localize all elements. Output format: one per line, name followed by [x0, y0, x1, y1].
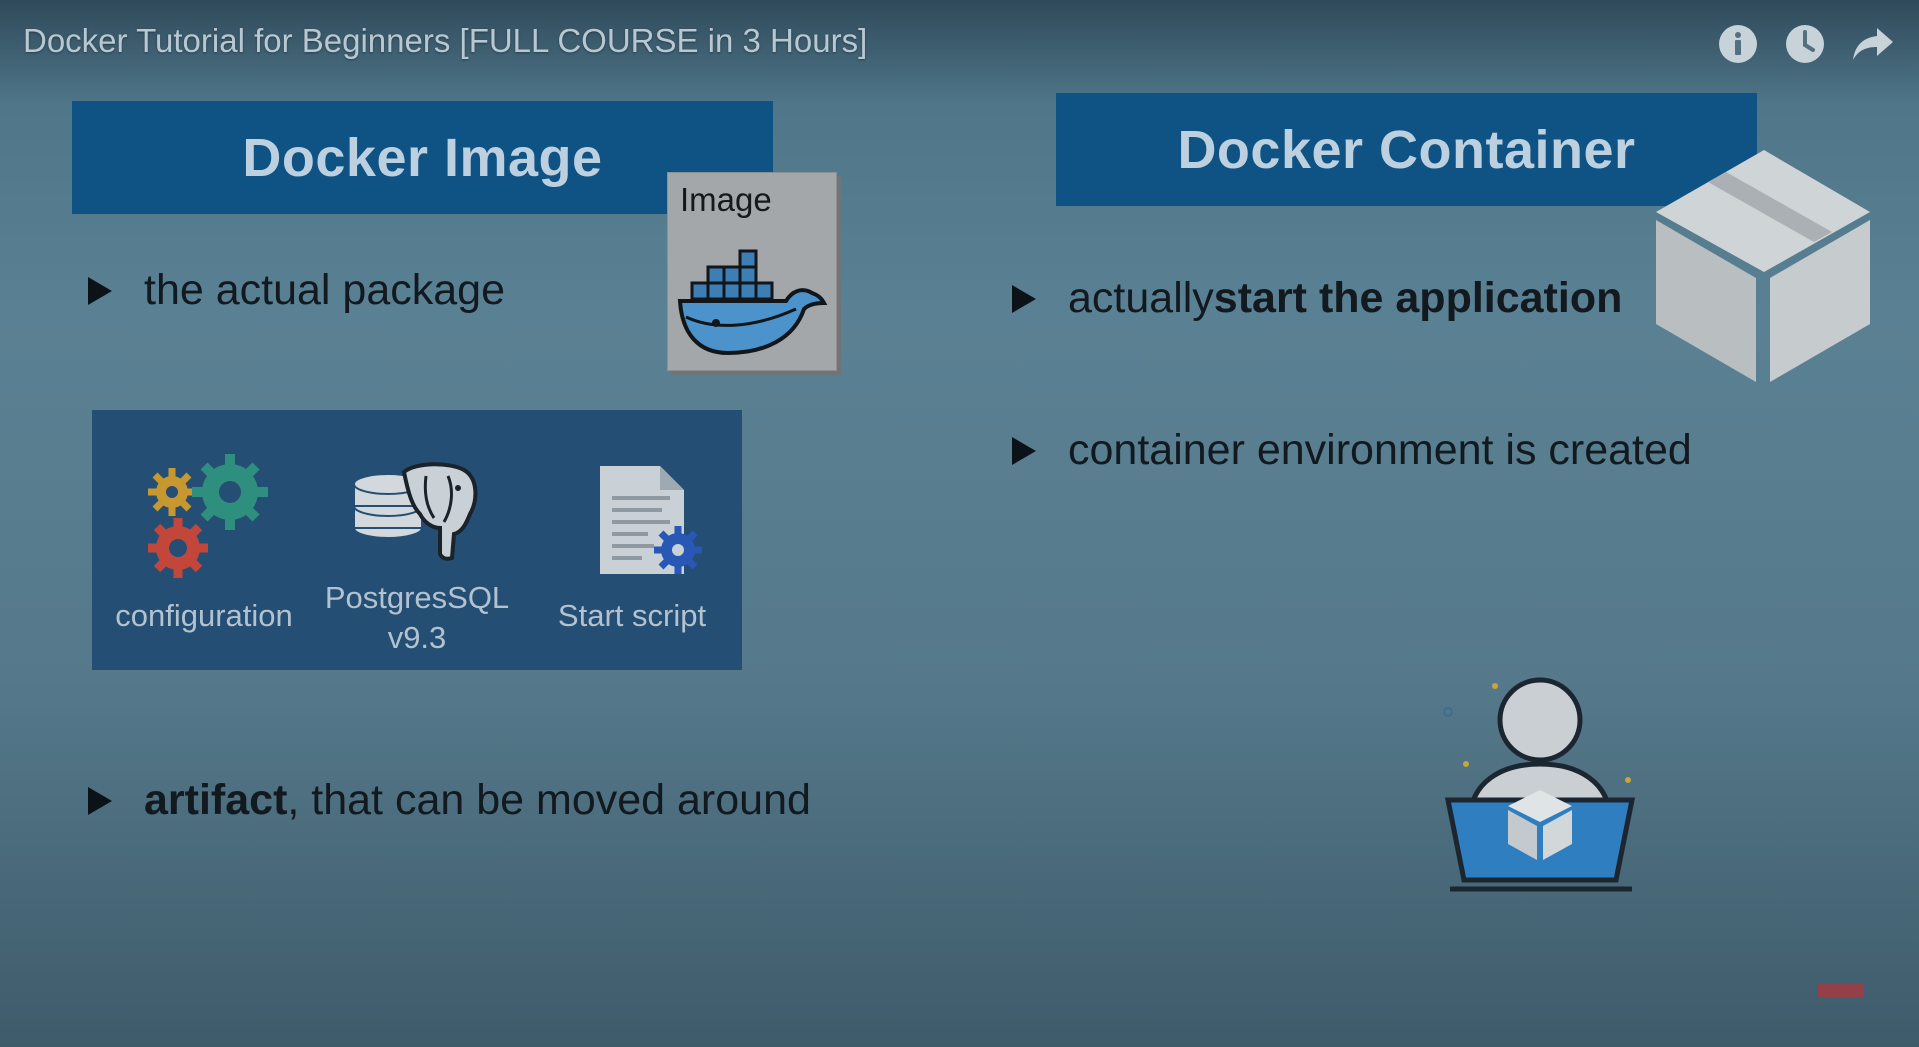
user-laptop-icon [1443, 677, 1636, 892]
docker-whale-icon [677, 249, 828, 356]
bullet-artifact: artifact, that can be moved around [88, 776, 811, 825]
postgresql-elephant-icon [354, 462, 478, 561]
component-start-script-label: Start script [557, 598, 707, 633]
subscribe-watermark[interactable] [1818, 983, 1864, 997]
container-box-icon [1656, 150, 1870, 382]
info-icon [1719, 25, 1757, 63]
watch-later-clock-icon [1786, 25, 1824, 63]
share-arrow-icon [1853, 28, 1893, 60]
bullet-arrow-icon [1012, 436, 1036, 465]
component-configuration-label: configuration [115, 598, 293, 633]
image-card-label: Image [680, 181, 772, 218]
share-button[interactable] [1849, 20, 1897, 68]
bullet-actual-package: the actual package [88, 266, 505, 315]
info-button[interactable] [1714, 20, 1762, 68]
watch-later-button[interactable] [1781, 20, 1829, 68]
docker-image-heading: Docker Image [72, 101, 773, 214]
bullet-start-application: actually start the application [1012, 274, 1622, 323]
bullet-arrow-icon [88, 276, 112, 305]
bullet-arrow-icon [1012, 284, 1036, 313]
bullet-environment-created: container environment is created [1012, 426, 1692, 475]
gears-icon [148, 454, 268, 578]
component-postgres-label: PostgresSQL v9.3 [324, 580, 510, 655]
image-components-panel: configuration PostgresSQL v9.3 Start [92, 410, 742, 670]
image-card: Image [667, 172, 837, 371]
docker-container-heading: Docker Container [1056, 93, 1757, 206]
video-title[interactable]: Docker Tutorial for Beginners [FULL COUR… [23, 22, 868, 59]
bullet-arrow-icon [88, 786, 112, 815]
script-document-icon [600, 466, 702, 574]
